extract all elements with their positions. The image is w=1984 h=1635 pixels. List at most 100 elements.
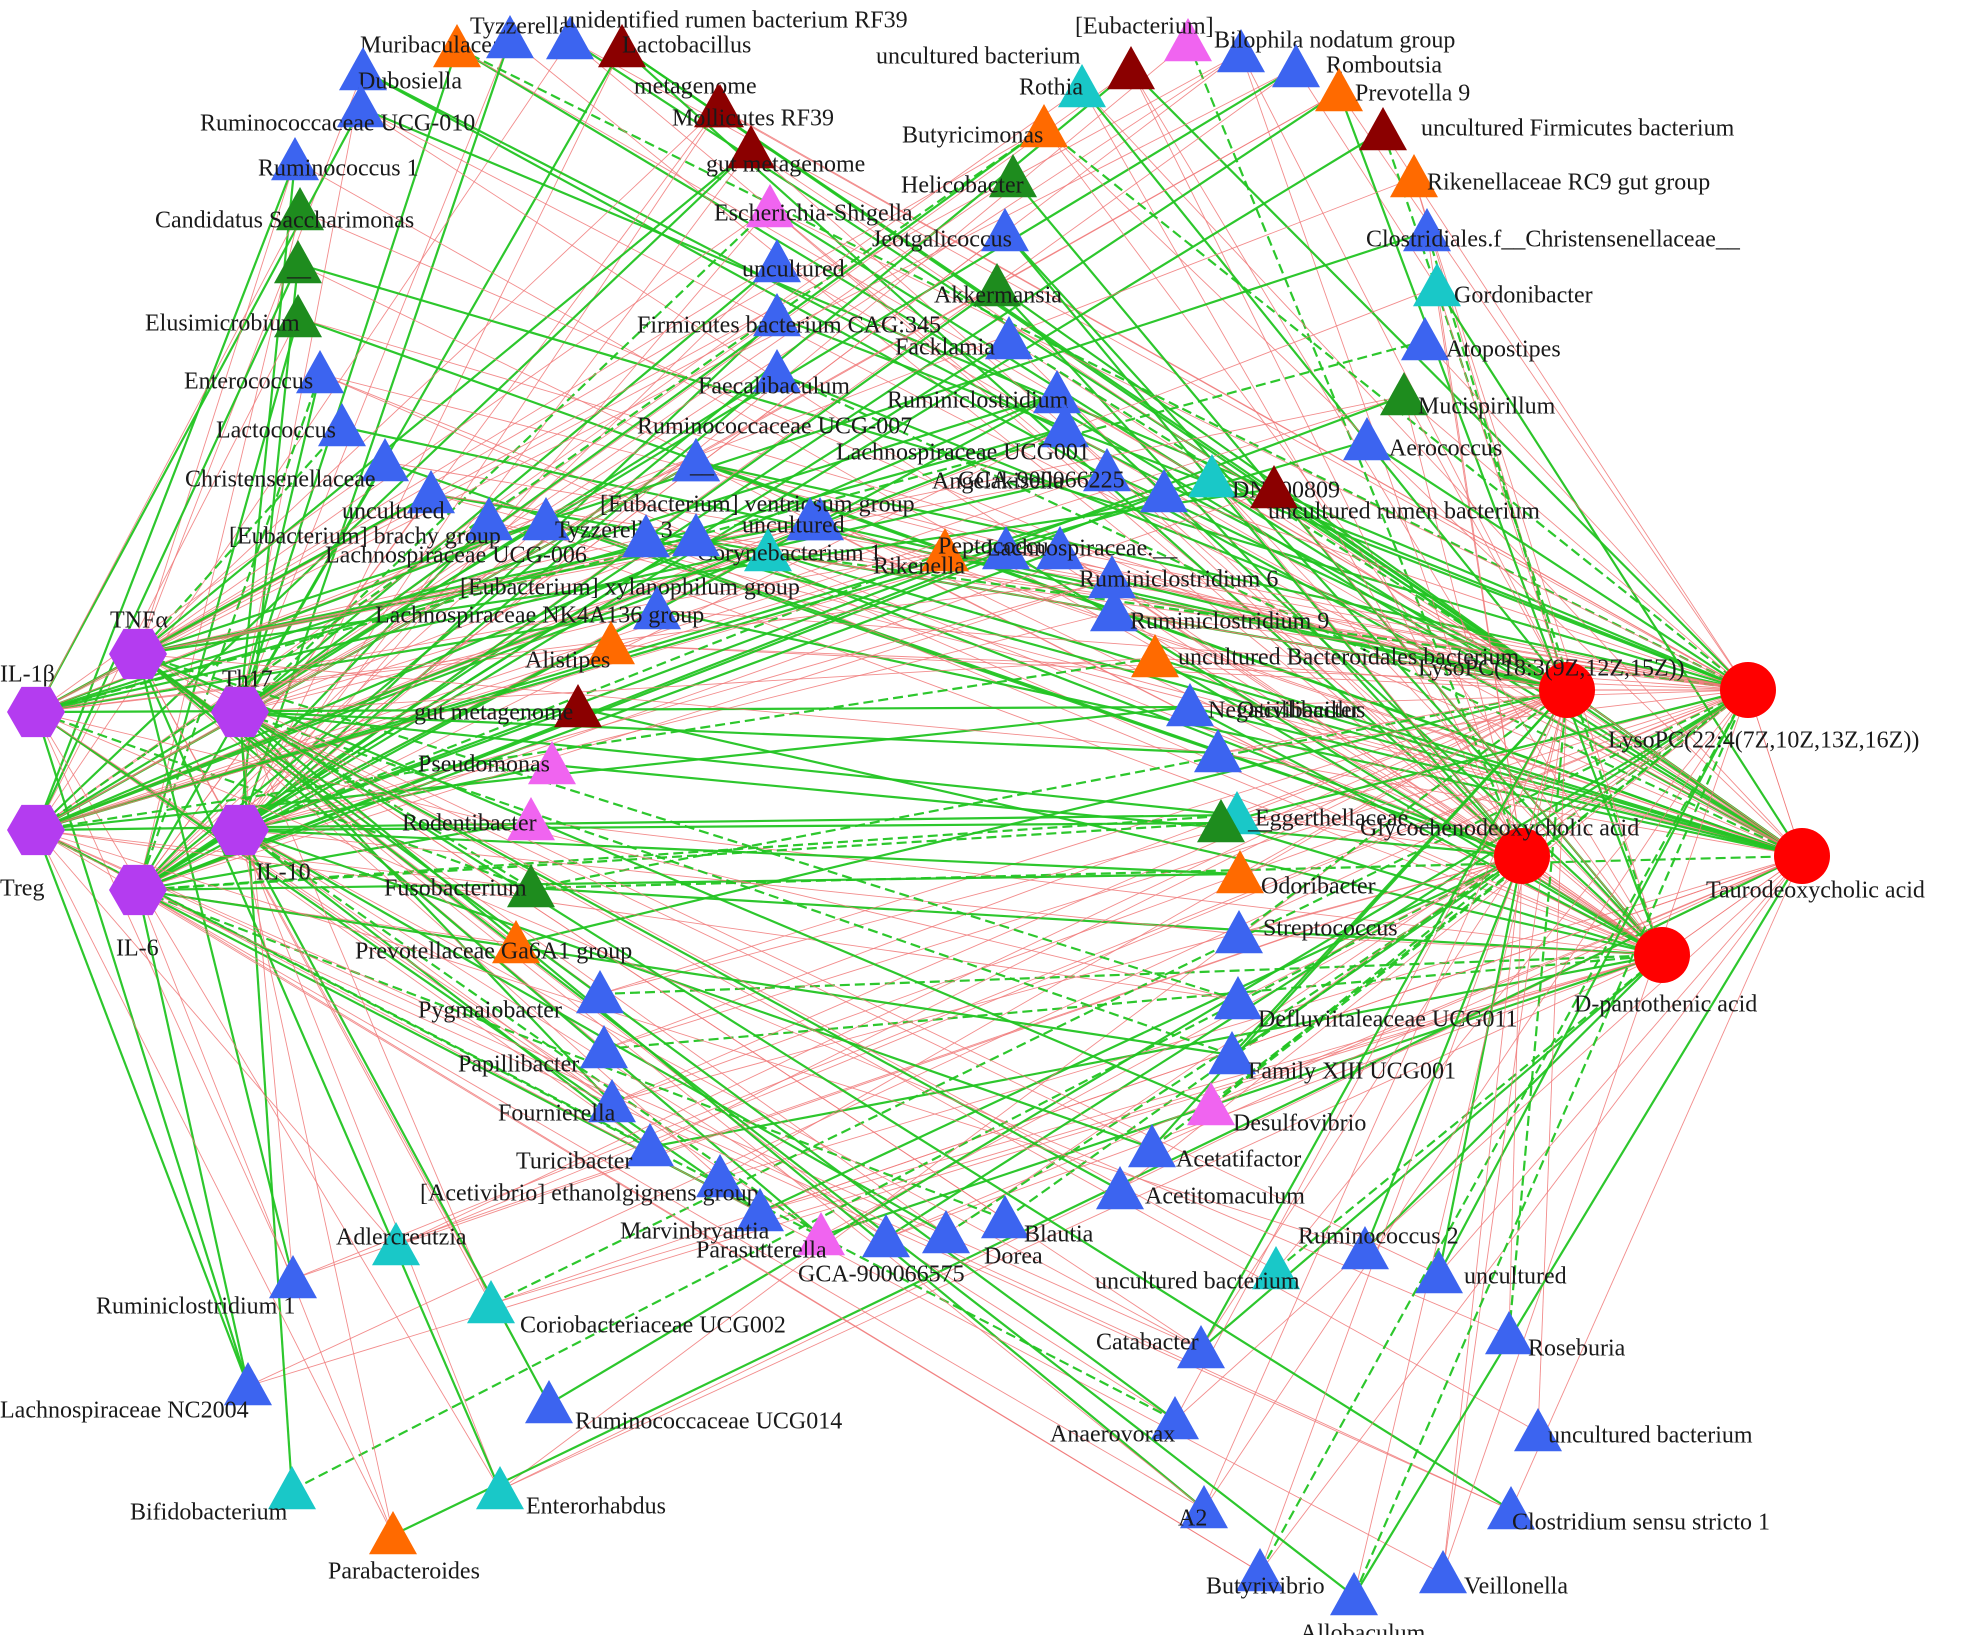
positive-correlation-edge xyxy=(1163,492,1749,691)
taxon-node-candidatus-saccharimonas: Candidatus Saccharimonas xyxy=(155,187,414,234)
taxon-label: Ruminiclostridium xyxy=(887,388,1069,414)
taxon-node-veillonella: Veillonella xyxy=(1419,1550,1568,1600)
taxon-node-bifidobacterium: Bifidobacterium xyxy=(130,1466,316,1526)
positive-correlation-edge xyxy=(1537,689,1568,1433)
taxon-label: uncultured Bacteroidales bacterium xyxy=(1178,645,1520,671)
taxon-label: Gordonibacter xyxy=(1454,283,1593,309)
taxon-node-peptococcus: Peptococcus xyxy=(938,526,1058,570)
metabolite-circle xyxy=(1774,828,1830,884)
taxon-label: Bifidobacterium xyxy=(130,1500,288,1526)
taxon-triangle xyxy=(476,1466,524,1510)
negative-correlation-edge xyxy=(239,711,613,1104)
negative-correlation-edge xyxy=(35,656,1156,832)
negative-correlation-edge xyxy=(35,550,769,832)
positive-correlation-edge xyxy=(395,689,1749,1247)
taxon-triangle xyxy=(271,137,319,181)
negative-correlation-edge xyxy=(695,460,1749,692)
positive-correlation-edge xyxy=(137,231,1006,891)
positive-correlation-edge xyxy=(603,689,1568,1050)
taxon-triangle xyxy=(269,1255,317,1299)
taxon-label: Escherichia-Shigella xyxy=(714,201,913,227)
positive-correlation-edge xyxy=(1747,689,1803,857)
taxon-label: Anaerovorax xyxy=(1050,1422,1175,1448)
positive-correlation-edge xyxy=(137,207,771,655)
negative-correlation-edge xyxy=(297,262,1749,692)
taxon-triangle xyxy=(1194,729,1242,773)
positive-correlation-edge xyxy=(599,689,1749,995)
positive-correlation-edge xyxy=(137,160,296,655)
taxon-label: uncultured xyxy=(1464,1264,1567,1290)
taxon-node-uncultured: uncultured xyxy=(1415,1250,1567,1294)
taxon-node-tyzzerella: Tyzzerella xyxy=(470,14,570,59)
positive-correlation-edge xyxy=(35,549,1007,831)
metabolite-circle xyxy=(1634,927,1690,983)
taxon-triangle xyxy=(727,125,775,169)
taxon-triangle xyxy=(1131,634,1179,678)
positive-correlation-edge xyxy=(645,537,1663,956)
taxon-node-romboutsia: Romboutsia xyxy=(1272,44,1442,88)
taxon-triangle xyxy=(797,1212,845,1256)
taxon-triangle xyxy=(369,1511,417,1555)
taxon-node-butyrivibrio: Butyrivibrio xyxy=(1206,1548,1325,1600)
negative-correlation-edge xyxy=(35,426,1066,714)
positive-correlation-edge xyxy=(1211,477,1663,956)
taxon-label: A2 xyxy=(1178,1506,1207,1532)
taxon-triangle xyxy=(1380,372,1428,416)
taxon-node-unnamed: __ xyxy=(672,438,720,482)
negative-correlation-edge xyxy=(137,91,1340,891)
negative-correlation-edge xyxy=(1436,286,1803,857)
negative-correlation-edge xyxy=(239,828,1153,1150)
taxon-node-marvinbryantia: Marvinbryantia xyxy=(620,1188,784,1245)
negative-correlation-edge xyxy=(1004,231,1523,857)
taxon-node-jeotgalicoccus: Jeotgalicoccus xyxy=(872,208,1029,253)
negative-correlation-edge xyxy=(545,519,1523,858)
taxon-node-gut-metagenome: gut metagenome xyxy=(414,684,602,728)
positive-correlation-edge xyxy=(1008,339,1523,857)
positive-correlation-edge xyxy=(944,551,1749,691)
positive-correlation-edge xyxy=(769,207,1523,857)
positive-correlation-edge xyxy=(35,829,1512,1511)
taxon-label: Rikenella xyxy=(873,554,965,580)
positive-correlation-edge xyxy=(1259,855,1523,1573)
taxon-triangle xyxy=(786,497,834,541)
negative-correlation-edge xyxy=(1507,689,1569,1336)
taxon-triangle xyxy=(672,513,720,557)
taxon-triangle xyxy=(576,970,624,1014)
taxon-node-family-xiii-ucg001: Family XIII UCG001 xyxy=(1208,1031,1456,1085)
taxon-triangle xyxy=(981,208,1029,252)
taxon-triangle xyxy=(1272,44,1320,88)
taxon-label: Lachnospiraceae NK4A136 group xyxy=(375,603,704,629)
taxon-triangle xyxy=(1514,1408,1562,1452)
taxon-label: Christensenellaceae xyxy=(185,467,376,493)
taxon-node-roseburia: Roseburia xyxy=(1485,1311,1626,1362)
positive-correlation-edge xyxy=(717,107,1749,691)
taxon-node-oscillibacter: Oscillibacter xyxy=(1194,698,1360,773)
taxon-node-lachnospiraceae-nk4a136-group: Lachnospiraceae NK4A136 group xyxy=(375,586,704,630)
negative-correlation-edge xyxy=(1211,476,1749,692)
negative-correlation-edge xyxy=(136,317,300,891)
negative-correlation-edge xyxy=(239,127,1045,713)
taxon-triangle xyxy=(1419,1550,1467,1594)
negative-correlation-edge xyxy=(239,711,1121,1191)
positive-correlation-edge xyxy=(137,653,721,1179)
taxon-triangle xyxy=(622,514,670,558)
negative-correlation-edge xyxy=(136,889,250,1387)
taxon-triangle xyxy=(626,1123,674,1167)
taxon-label: Catabacter xyxy=(1096,1330,1199,1356)
taxon-label: Lachnospiraceae NC2004 xyxy=(0,1398,249,1424)
taxon-triangle xyxy=(753,349,801,393)
negative-correlation-edge xyxy=(239,821,1222,832)
positive-correlation-edge xyxy=(137,488,1275,891)
positive-correlation-edge xyxy=(35,711,294,1280)
taxon-triangle xyxy=(744,528,792,572)
immune-node-il6: IL-6 xyxy=(109,864,167,962)
taxon-node-dubosiella: Dubosiella xyxy=(339,47,462,95)
positive-correlation-edge xyxy=(1510,855,1803,1511)
positive-correlation-edge xyxy=(239,52,1242,713)
taxon-triangle xyxy=(1083,448,1131,492)
taxon-triangle xyxy=(696,1154,744,1198)
taxon-triangle xyxy=(1401,317,1449,361)
taxon-triangle xyxy=(598,24,646,68)
taxon-node-ruminococcus-1: Ruminococcus 1 xyxy=(258,137,419,182)
taxon-label: Parabacteroides xyxy=(328,1559,480,1585)
